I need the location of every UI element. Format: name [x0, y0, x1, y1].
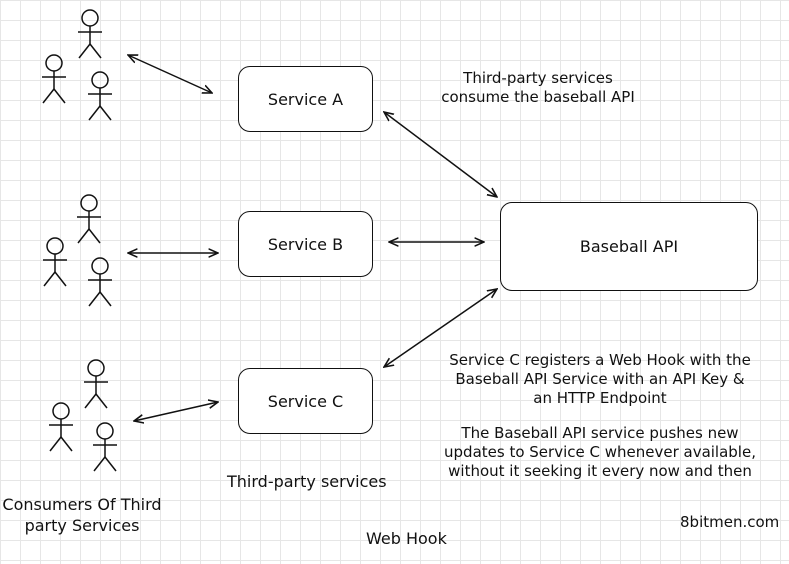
person-icon [76, 194, 102, 244]
service-c-label: Service C [267, 391, 344, 411]
person-icon [42, 237, 68, 287]
consumers-line: Consumers Of Third [2, 495, 162, 514]
arrow-c-api [384, 289, 497, 367]
person-icon [87, 71, 113, 121]
arrow-users-a [128, 55, 212, 93]
diagram-title: Web Hook [366, 529, 447, 548]
note-push: The Baseball API service pushes new upda… [420, 424, 780, 481]
note-line: consume the baseball API [441, 88, 635, 106]
user-group-c [48, 359, 118, 472]
baseball-api-box: Baseball API [500, 202, 758, 291]
note-line: The Baseball API service pushes new [461, 424, 739, 442]
baseball-api-label: Baseball API [579, 237, 679, 256]
person-icon [87, 257, 113, 307]
user-group-a [41, 9, 113, 121]
service-c-box: Service C [238, 368, 373, 434]
note-webhook-registration: Service C registers a Web Hook with the … [420, 351, 780, 408]
note-line: Third-party services [463, 69, 613, 87]
person-icon [41, 54, 67, 104]
consumers-label: Consumers Of Third party Services [0, 494, 182, 536]
user-group-b [42, 194, 113, 307]
note-consume: Third-party services consume the basebal… [418, 69, 658, 107]
person-icon [83, 359, 109, 409]
service-b-label: Service B [267, 234, 344, 254]
note-line: an HTTP Endpoint [533, 389, 667, 407]
third-party-label: Third-party services [227, 472, 387, 491]
arrow-users-c [134, 402, 218, 421]
person-icon [92, 422, 118, 472]
consumers-line: party Services [24, 516, 140, 535]
note-line: without it seeking it every now and then [448, 462, 752, 480]
service-a-box: Service A [238, 66, 373, 132]
brand-label: 8bitmen.com [680, 513, 780, 531]
note-line: Baseball API Service with an API Key & [455, 370, 745, 388]
service-b-box: Service B [238, 211, 373, 277]
note-line: updates to Service C whenever available, [444, 443, 756, 461]
arrow-a-api [384, 112, 497, 197]
service-a-label: Service A [267, 89, 344, 109]
person-icon [48, 402, 74, 452]
person-icon [77, 9, 103, 59]
note-line: Service C registers a Web Hook with the [449, 351, 751, 369]
